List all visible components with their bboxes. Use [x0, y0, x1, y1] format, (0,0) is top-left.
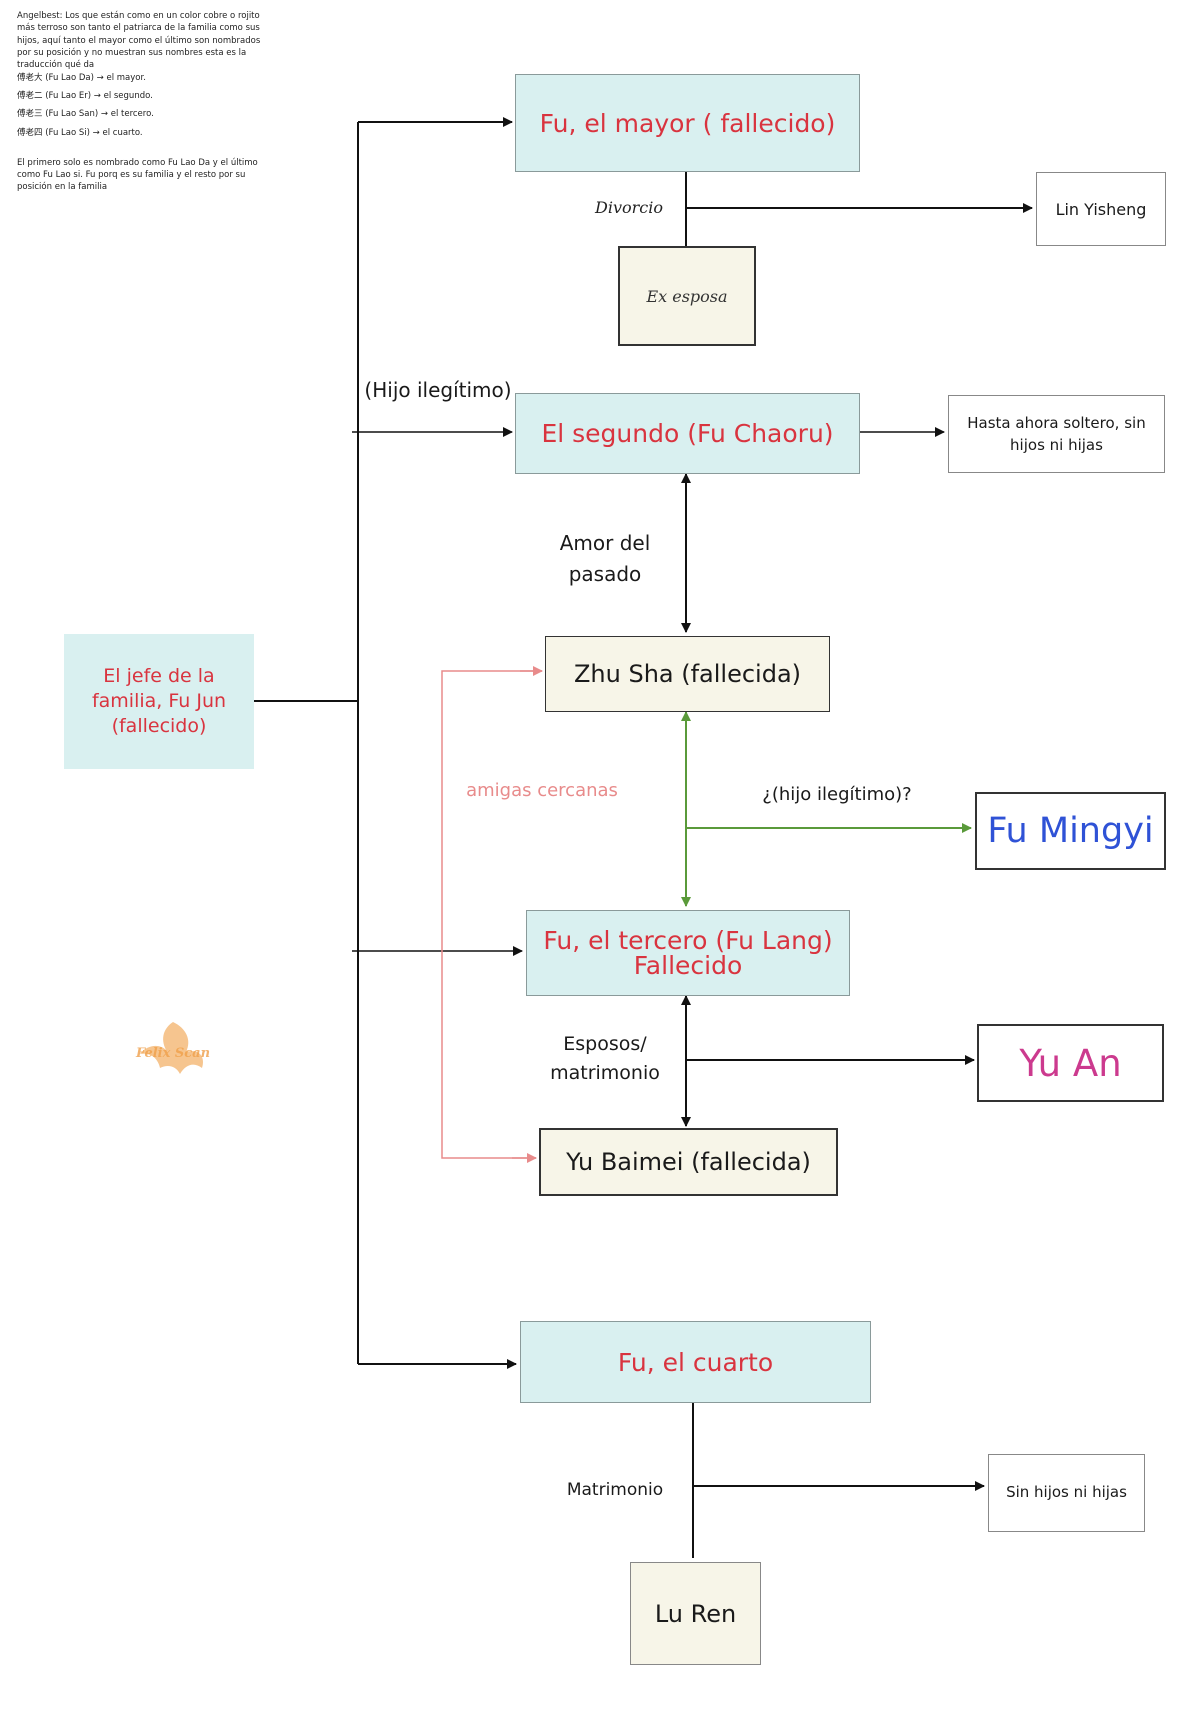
patriarch-label: El jefe de la familia, Fu Jun (fallecido…: [91, 665, 227, 737]
yu-an-label: Yu An: [1019, 1041, 1122, 1085]
close-friends-label: amigas cercanas: [466, 780, 618, 801]
lin-label: Lin Yisheng: [1055, 199, 1147, 219]
no-children-node: Sin hijos ni hijas: [988, 1454, 1145, 1532]
watermark-logo: Felix Scan: [128, 1014, 218, 1090]
note-item: 傅老大 (Fu Lao Da) → el mayor.: [17, 72, 146, 83]
mingyi-node: Fu Mingyi: [975, 792, 1166, 870]
illegitimate-son-label: (Hijo ilegítimo): [364, 378, 512, 402]
note-item: 傅老三 (Fu Lao San) → el tercero.: [17, 109, 154, 120]
past-love-line2: pasado: [568, 562, 642, 586]
divorce-label: Divorcio: [595, 198, 663, 217]
zhu-sha-label: Zhu Sha (fallecida): [573, 660, 802, 688]
patriarch-node: El jefe de la familia, Fu Jun (fallecido…: [64, 634, 254, 769]
yu-baimei-node: Yu Baimei (fallecida): [539, 1128, 838, 1196]
translator-note: Angelbest: Los que están como en un colo…: [17, 10, 272, 194]
illegitimate-question-label: ¿(hijo ilegítimo)?: [762, 784, 912, 805]
lin-node: Lin Yisheng: [1036, 172, 1166, 246]
yu-baimei-label: Yu Baimei (fallecida): [566, 1148, 811, 1176]
spouses-label: Esposos/ matrimonio: [540, 1030, 670, 1089]
third-label-line2: Fallecido: [633, 951, 743, 980]
no-children-label: Sin hijos ni hijas: [1006, 1483, 1127, 1502]
friends-connector: [441, 670, 542, 1159]
spouses-line1: Esposos/: [563, 1033, 647, 1055]
past-love-line1: Amor del: [559, 531, 651, 555]
fourth-node: Fu, el cuarto: [520, 1321, 871, 1403]
note-item: 傅老四 (Fu Lao Si) → el cuarto.: [17, 127, 143, 138]
note-intro: Angelbest: Los que están como en un colo…: [17, 11, 261, 71]
second-node: El segundo (Fu Chaoru): [515, 393, 860, 474]
mingyi-label: Fu Mingyi: [987, 811, 1154, 851]
phoenix-icon: [140, 1022, 204, 1074]
eldest-label: Fu, el mayor ( fallecido): [539, 108, 836, 138]
ex-wife-node: Ex esposa: [618, 246, 756, 346]
spouses-line2: matrimonio: [550, 1062, 660, 1085]
past-love-label: Amor del pasado: [545, 528, 665, 590]
eldest-node: Fu, el mayor ( fallecido): [515, 74, 860, 172]
note-outro: El primero solo es nombrado como Fu Lao …: [17, 157, 258, 193]
fourth-label: Fu, el cuarto: [617, 1347, 774, 1377]
zhu-sha-node: Zhu Sha (fallecida): [545, 636, 830, 712]
ex-wife-label: Ex esposa: [646, 286, 728, 306]
marriage-label: Matrimonio: [566, 1480, 664, 1500]
lu-ren-label: Lu Ren: [654, 1599, 737, 1628]
third-node: Fu, el tercero (Fu Lang) Fallecido: [526, 910, 850, 996]
single-label: Hasta ahora soltero, sin hijos ni hijas: [967, 413, 1146, 455]
yu-an-node: Yu An: [977, 1024, 1164, 1102]
single-node: Hasta ahora soltero, sin hijos ni hijas: [948, 395, 1165, 473]
watermark-text: Felix Scan: [135, 1046, 211, 1061]
second-label: El segundo (Fu Chaoru): [541, 419, 834, 448]
lu-ren-node: Lu Ren: [630, 1562, 761, 1665]
third-label-line1: Fu, el tercero (Fu Lang): [543, 926, 833, 955]
note-item: 傅老二 (Fu Lao Er) → el segundo.: [17, 90, 153, 101]
